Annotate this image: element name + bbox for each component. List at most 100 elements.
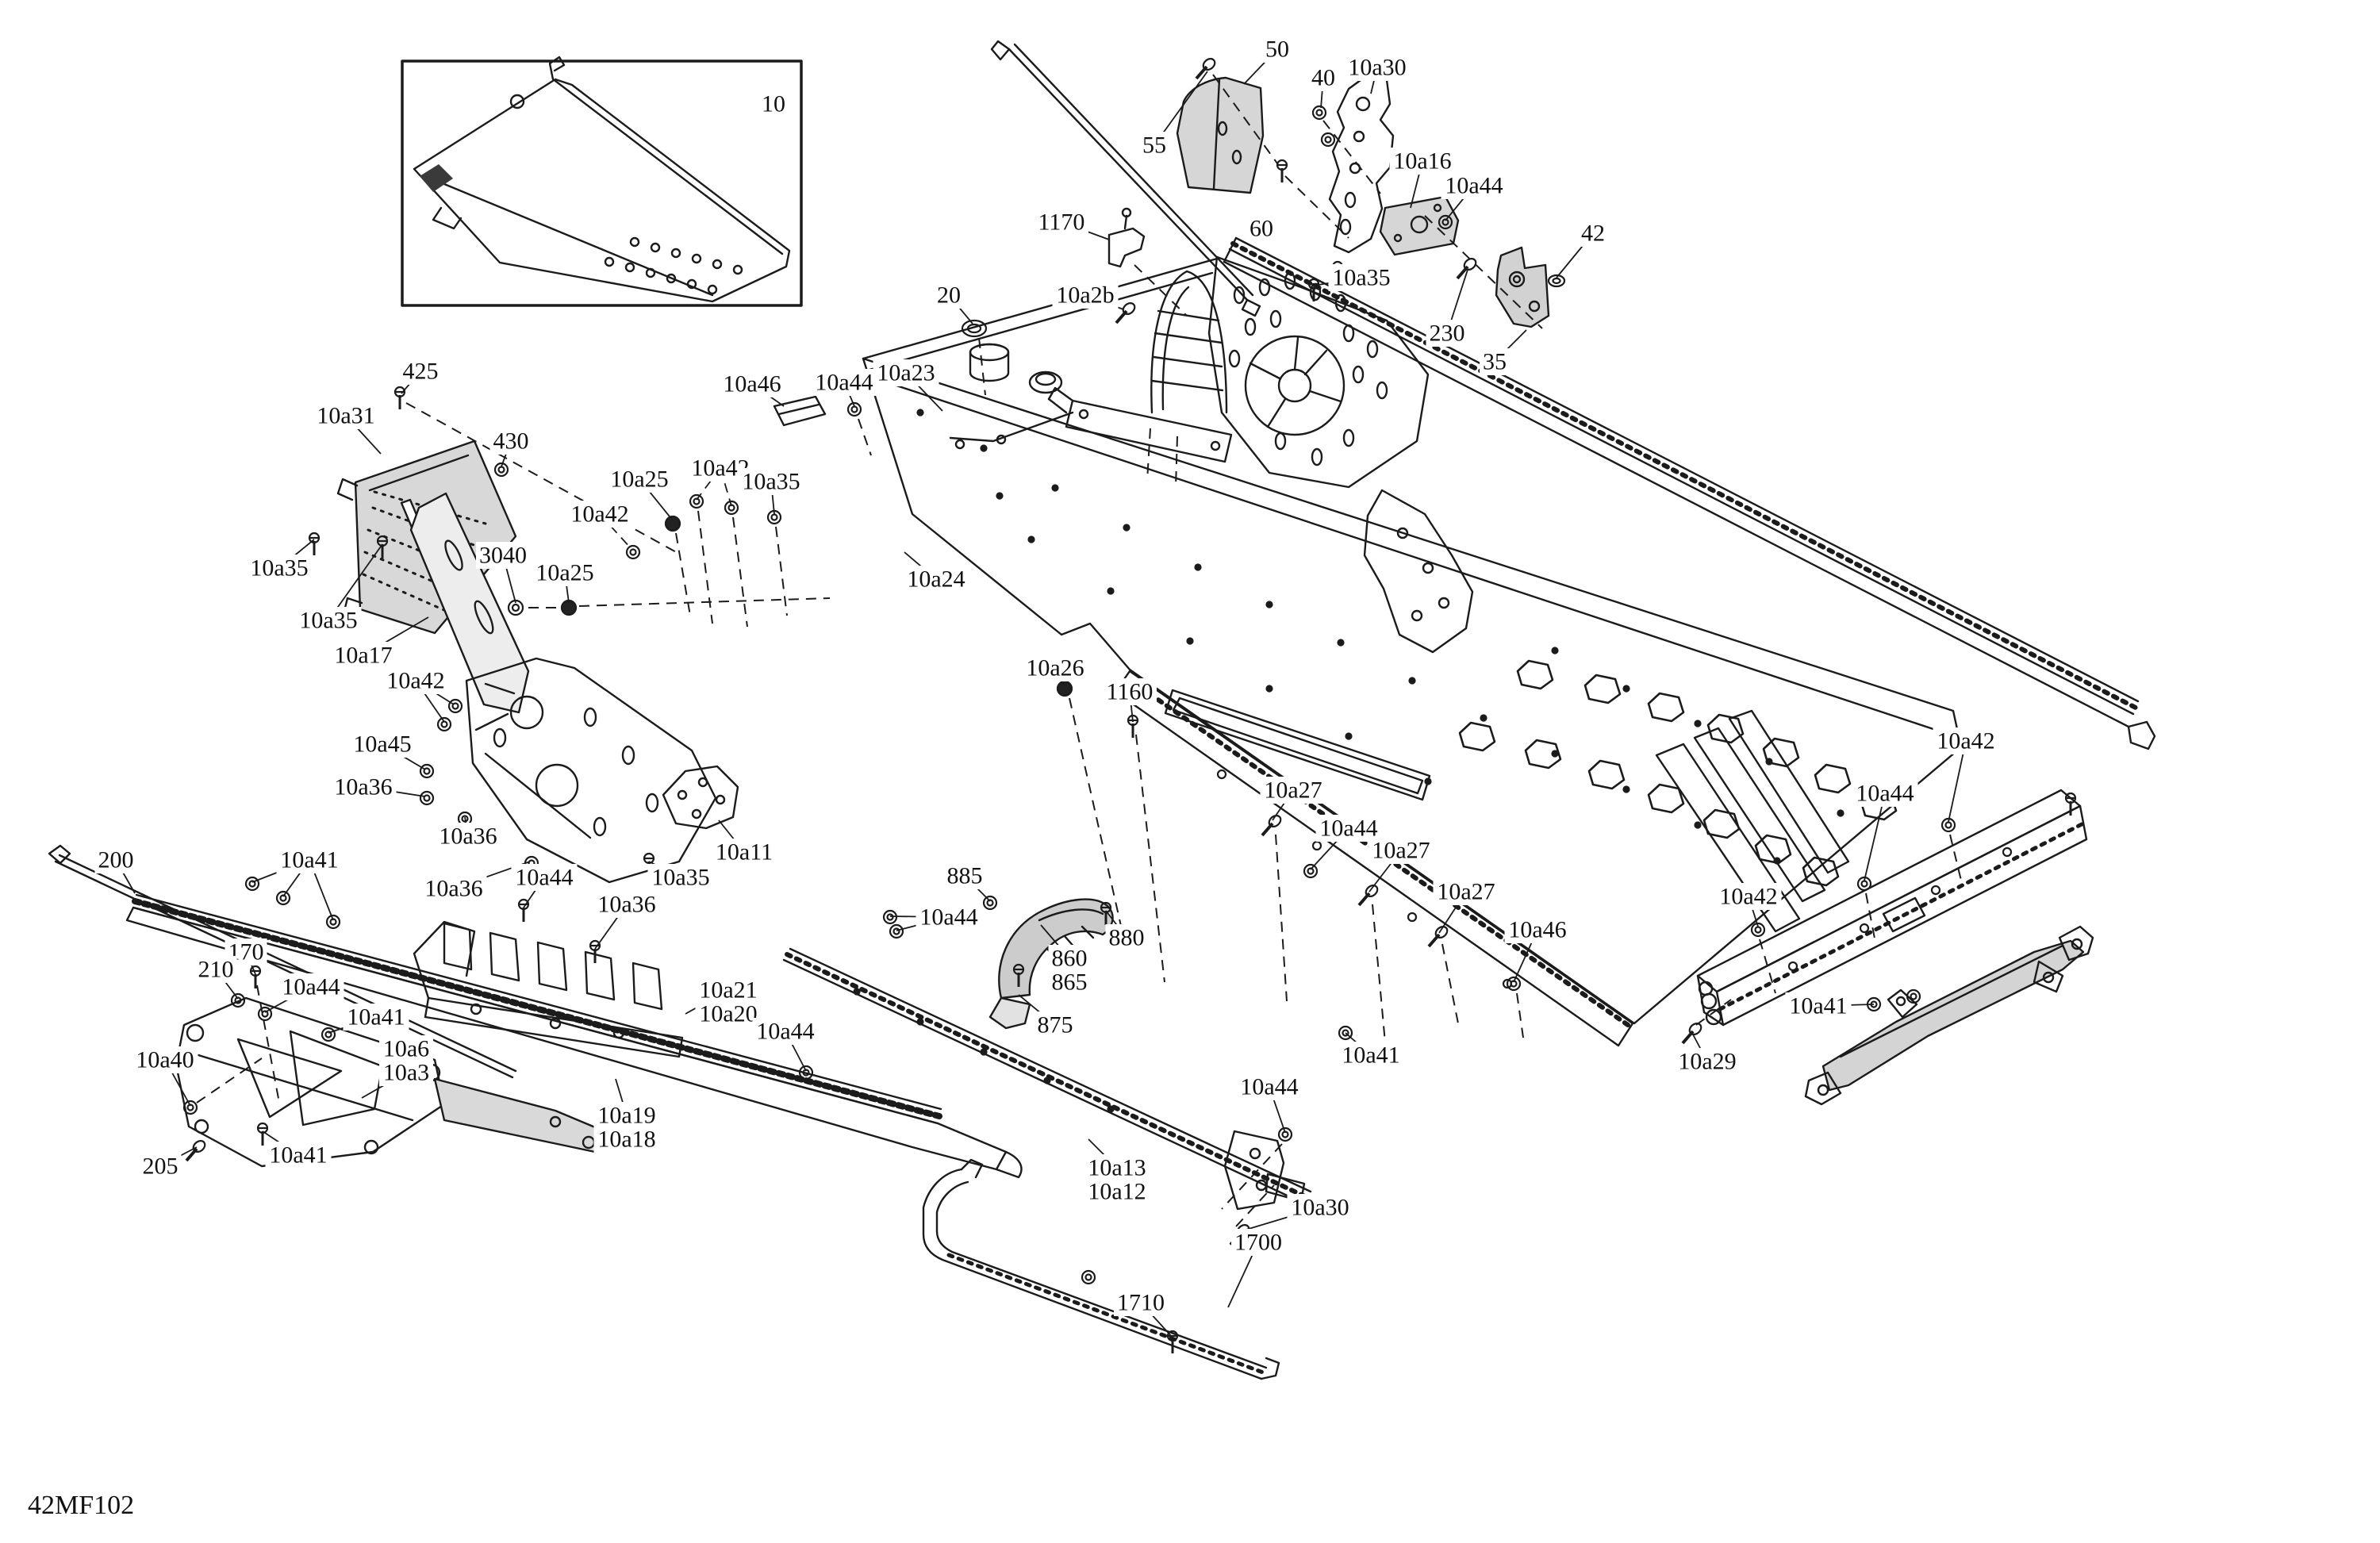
assembly-dash-line — [1175, 436, 1178, 488]
callout-1710: 1710 — [1117, 1290, 1165, 1316]
callout-label-bg — [943, 862, 986, 889]
callout-10a30: 10a30 — [1348, 55, 1406, 81]
callout-label-bg — [873, 359, 939, 386]
hole-fastener — [1502, 978, 1513, 989]
dot-fastener — [1424, 777, 1432, 785]
callout-label-bg — [1287, 1194, 1353, 1221]
dot-fastener — [996, 492, 1004, 500]
assembly-dash-line — [1212, 74, 1278, 164]
callout-label-bg — [343, 1004, 409, 1031]
assembly-dash-line — [1372, 904, 1388, 1061]
callout-label-bg — [1328, 264, 1395, 291]
screw-fastener — [256, 1122, 269, 1146]
screw-fastener — [1166, 1330, 1179, 1353]
assembly-dash-line — [858, 418, 872, 456]
callout-10a41: 10a41 — [347, 1004, 405, 1031]
callout-55: 55 — [1142, 132, 1166, 159]
callout-label-bg — [719, 370, 785, 397]
callout-label-bg — [295, 607, 362, 634]
dot-fastener — [1265, 601, 1273, 608]
assembly-dash-line — [1146, 428, 1151, 482]
callout-label-bg — [1260, 777, 1326, 804]
callout-label-bg — [1105, 924, 1148, 951]
callout-50: 50 — [1265, 36, 1289, 63]
nut-fastener — [244, 876, 260, 892]
dot-fastener — [916, 409, 924, 416]
callout-10a44: 10a44 — [515, 865, 573, 891]
screw-fastener — [249, 965, 262, 988]
callout-10a42: 10a42 — [1937, 728, 1994, 754]
callout-10a44: 10a44 — [1319, 816, 1377, 842]
assembly-dash-line — [1516, 992, 1524, 1038]
callout-label-bg — [1048, 969, 1091, 996]
assembly-dash-line — [1135, 734, 1165, 983]
hole-fastener — [2002, 846, 2013, 858]
callout-label-bg — [1441, 172, 1507, 199]
dot-fastener — [1027, 535, 1035, 543]
callout-label-bg — [276, 846, 343, 873]
assembly-dash-line — [196, 1057, 263, 1104]
nut-fastener — [1303, 863, 1319, 879]
dot-fastener — [1694, 821, 1702, 829]
callout-3040: 3040 — [479, 543, 527, 569]
dot-fastener — [1043, 1077, 1051, 1084]
screw-fastener — [308, 532, 321, 555]
dot-fastener — [1837, 809, 1844, 817]
dot-fastener — [1694, 720, 1702, 727]
callout-10a35: 10a35 — [1332, 265, 1390, 291]
callout-10a11: 10a11 — [716, 839, 773, 866]
callout-label-bg — [647, 864, 714, 891]
part-a-frame — [175, 996, 606, 1168]
dot-fastener — [1408, 677, 1416, 685]
part-linework — [48, 40, 2156, 1380]
part-rod-55 — [990, 40, 1261, 317]
part-ski-rod-200 — [48, 844, 517, 1079]
callout-10a44: 10a44 — [282, 974, 340, 1000]
callout-10a36: 10a36 — [424, 876, 482, 902]
track-slot — [1814, 763, 1852, 794]
callout-10a41: 10a41 — [1789, 993, 1847, 1019]
hole-fastener — [1216, 769, 1227, 780]
callout-230: 230 — [1430, 320, 1465, 347]
nut-fastener — [230, 992, 246, 1008]
assembly-dash-line — [1134, 264, 1188, 317]
callout-880: 880 — [1109, 925, 1145, 951]
callout-label-bg — [278, 973, 344, 1000]
bolt-fastener — [1261, 815, 1282, 837]
callout-label-bg — [1674, 1048, 1741, 1075]
callout-label-bg — [903, 566, 969, 593]
callout-label-bg — [752, 1018, 819, 1045]
callout-10a26: 10a26 — [1026, 655, 1084, 681]
callout-875: 875 — [1038, 1012, 1073, 1038]
callout-label-bg — [1852, 780, 1918, 807]
dot-fastener — [1107, 587, 1115, 595]
callout-label-bg — [566, 501, 633, 528]
nut-fastener — [689, 493, 704, 509]
assembly-dash-line — [1284, 175, 1349, 239]
callout-200: 200 — [98, 847, 134, 873]
callout-10a41: 10a41 — [280, 847, 338, 873]
bolt-fastener — [1681, 1023, 1702, 1045]
nut-fastener — [1750, 922, 1766, 938]
callout-label-bg — [1344, 54, 1411, 81]
nut-fastener — [625, 544, 641, 560]
callout-10a36: 10a36 — [439, 823, 497, 850]
callout-10a35: 10a35 — [742, 469, 800, 495]
nut-fastener — [1856, 876, 1872, 892]
part-running-board — [125, 893, 1023, 1179]
callout-10a42: 10a42 — [386, 668, 444, 694]
callout-1170: 1170 — [1038, 209, 1085, 236]
hole-fastener — [1311, 840, 1322, 851]
callout-10a46: 10a46 — [723, 371, 781, 397]
callout-label-bg — [738, 468, 804, 495]
inset-track-clips — [604, 236, 743, 295]
callout-label-bg — [532, 559, 598, 586]
callout-label-bg — [1139, 132, 1169, 159]
callout-label-bg — [1084, 1178, 1150, 1205]
callout-label-bg — [811, 369, 877, 396]
callout-10a45: 10a45 — [353, 731, 411, 758]
callout-label-bg — [711, 839, 777, 866]
part-bracket-1170 — [1107, 207, 1146, 268]
callout-10a35: 10a35 — [651, 865, 709, 891]
callout-10a6: 10a6 — [383, 1036, 429, 1062]
